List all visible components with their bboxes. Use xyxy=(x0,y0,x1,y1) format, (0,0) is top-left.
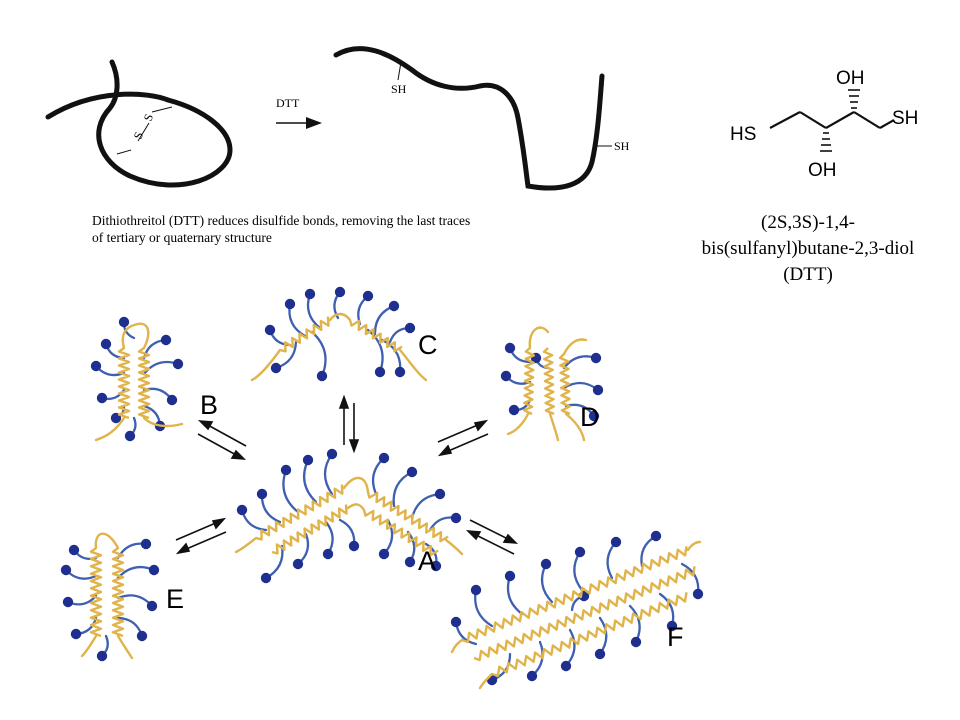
assembly-b xyxy=(90,316,184,442)
equilibrium-a-c xyxy=(338,394,360,454)
state-label-e: E xyxy=(166,584,184,614)
disulfide-loop: S S xyxy=(45,59,233,188)
thiol-label-left: HS xyxy=(730,124,756,145)
dtt-iupac-name: (2S,3S)-1,4- bis(sulfanyl)butane-2,3-dio… xyxy=(676,210,940,288)
state-label-a: A xyxy=(418,546,436,576)
name-line: (2S,3S)-1,4- xyxy=(761,212,855,233)
thiol-label-right: SH xyxy=(892,108,918,129)
state-label-d: D xyxy=(580,402,600,432)
assembly-states xyxy=(60,286,704,690)
equilibrium-a-b xyxy=(197,420,247,460)
equilibrium-a-f xyxy=(465,519,519,555)
assembly-a xyxy=(234,448,464,584)
reaction-arrow: DTT xyxy=(276,96,322,129)
assembly-c xyxy=(250,286,428,382)
reduced-strand: SH SH xyxy=(333,46,630,191)
hydroxyl-label-top: OH xyxy=(836,68,865,89)
assembly-d xyxy=(500,326,604,442)
thiol-label-2: SH xyxy=(614,139,630,153)
equilibrium-arrows xyxy=(175,394,519,555)
sulfur-label-1: S xyxy=(141,112,156,123)
state-label-b: B xyxy=(200,390,218,420)
hydroxyl-label-bottom: OH xyxy=(808,160,837,181)
dtt-arrow-label: DTT xyxy=(276,96,300,110)
equilibrium-a-d xyxy=(437,419,489,457)
sulfur-label-2: S xyxy=(131,130,146,141)
assembly-f xyxy=(450,530,704,690)
equilibrium-a-e xyxy=(175,517,227,555)
assembly-e xyxy=(60,532,160,662)
reduction-caption: Dithiothreitol (DTT) reduces disulfide b… xyxy=(92,212,592,246)
dtt-structure xyxy=(769,89,895,152)
state-label-c: C xyxy=(418,330,438,360)
name-line: (DTT) xyxy=(783,264,833,285)
state-label-f: F xyxy=(667,622,684,652)
caption-line: Dithiothreitol (DTT) reduces disulfide b… xyxy=(92,213,471,228)
thiol-label-1: SH xyxy=(391,82,407,96)
caption-line: of tertiary or quaternary structure xyxy=(92,230,272,245)
name-line: bis(sulfanyl)butane-2,3-diol xyxy=(701,238,915,259)
